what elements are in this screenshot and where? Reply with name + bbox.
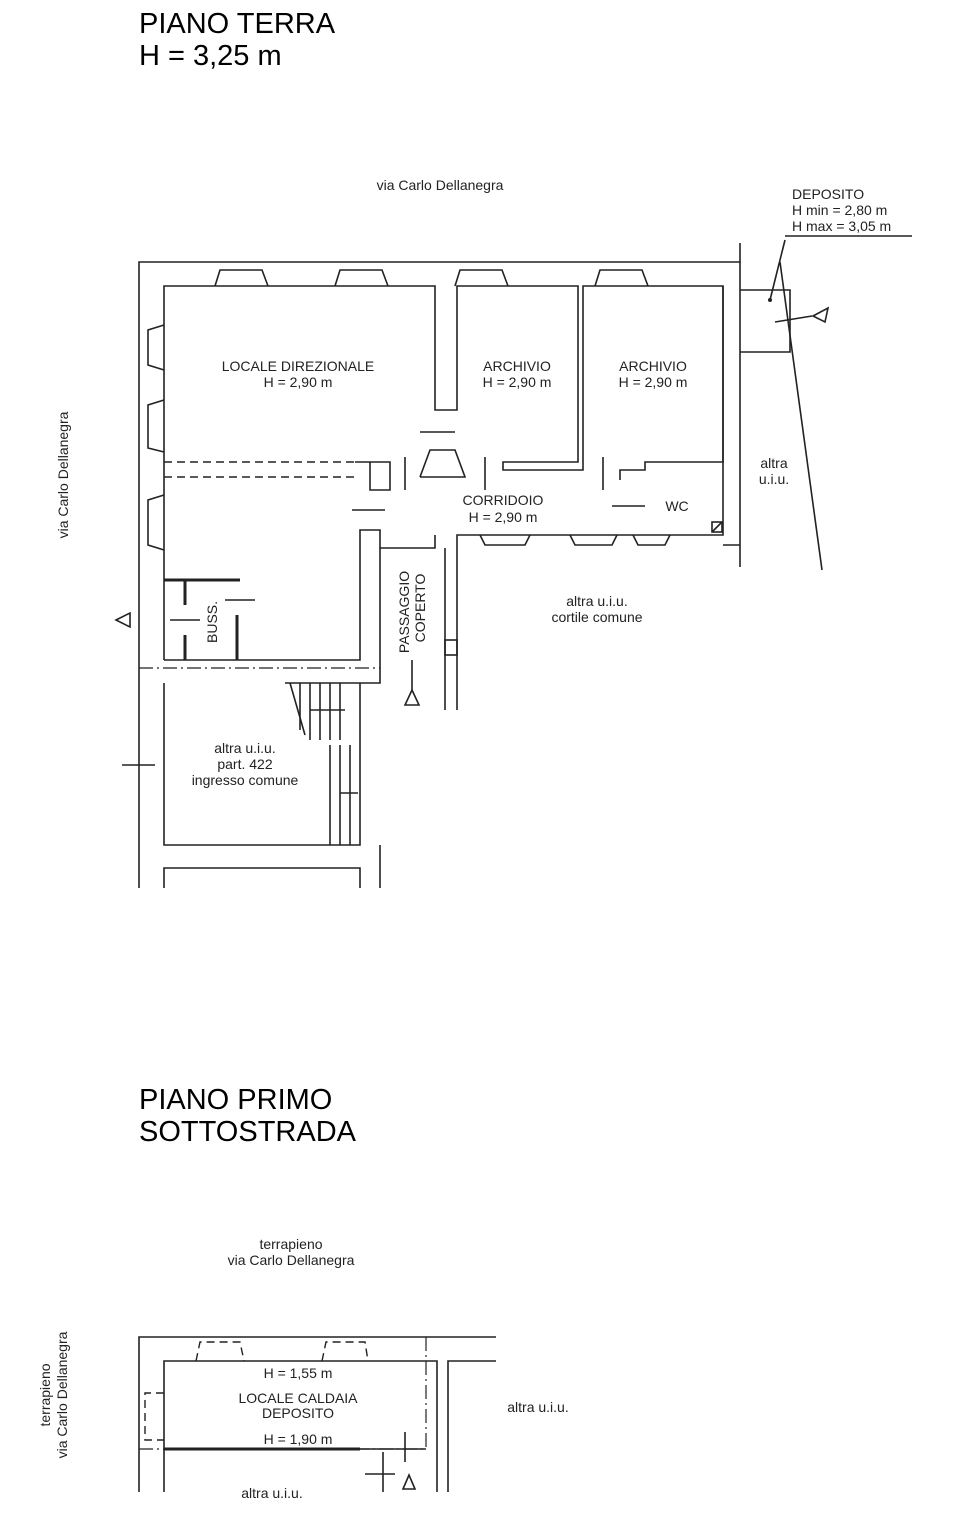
ground-floor-title-height: H = 3,25 m xyxy=(139,40,282,72)
deposito-label: DEPOSITO xyxy=(792,186,864,202)
passaggio-label-1: PASSAGGIO xyxy=(396,571,412,653)
ground-floor-walls xyxy=(122,243,823,888)
basement-h-top: H = 1,55 m xyxy=(264,1365,333,1381)
altra-uiu-right-2: u.i.u. xyxy=(759,471,789,487)
basement-top-label-1: terrapieno xyxy=(259,1236,322,1252)
cortile-label-2: cortile comune xyxy=(551,609,642,625)
windows xyxy=(147,269,671,551)
ingresso-label-2: part. 422 xyxy=(217,756,272,772)
passaggio-label-2: COPERTO xyxy=(412,574,428,643)
room-corridoio: CORRIDOIO xyxy=(463,492,544,508)
basement-altra-bottom: altra u.i.u. xyxy=(241,1485,302,1501)
ingresso-label-3: ingresso comune xyxy=(192,772,299,788)
street-top-label: via Carlo Dellanegra xyxy=(377,177,504,193)
room-locale-direzionale-height: H = 2,90 m xyxy=(264,374,333,390)
street-left-label: via Carlo Dellanegra xyxy=(55,411,71,538)
basement-altra-right: altra u.i.u. xyxy=(507,1399,568,1415)
ingresso-label-1: altra u.i.u. xyxy=(214,740,275,756)
basement-room-name: LOCALE CALDAIA xyxy=(238,1390,358,1406)
staircase xyxy=(289,682,358,845)
room-bussola: BUSS. xyxy=(204,601,220,643)
basement-left-label-2: via Carlo Dellanegra xyxy=(54,1331,70,1458)
view-marker-icons xyxy=(114,235,912,1490)
altra-uiu-right-1: altra xyxy=(760,455,787,471)
basement-title-name: PIANO PRIMO xyxy=(139,1084,333,1116)
room-wc: WC xyxy=(665,498,688,514)
cortile-label-1: altra u.i.u. xyxy=(566,593,627,609)
room-archivio-2: ARCHIVIO xyxy=(619,358,687,374)
room-archivio-1: ARCHIVIO xyxy=(483,358,551,374)
basement-h-bottom: H = 1,90 m xyxy=(264,1431,333,1447)
deposito-hmax: H max = 3,05 m xyxy=(792,218,891,234)
room-archivio-2-height: H = 2,90 m xyxy=(619,374,688,390)
room-archivio-1-height: H = 2,90 m xyxy=(483,374,552,390)
basement-title-sub: SOTTOSTRADA xyxy=(139,1116,356,1148)
basement-walls xyxy=(138,1336,496,1492)
ground-floor-title-name: PIANO TERRA xyxy=(139,8,336,40)
basement-title: PIANO PRIMO SOTTOSTRADA xyxy=(139,1084,356,1148)
basement-room-name-2: DEPOSITO xyxy=(262,1405,334,1421)
room-corridoio-height: H = 2,90 m xyxy=(469,509,538,525)
ground-floor-title: PIANO TERRA H = 3,25 m xyxy=(139,8,335,72)
basement-top-label-2: via Carlo Dellanegra xyxy=(228,1252,355,1268)
basement-left-label-1: terrapieno xyxy=(37,1363,53,1426)
deposito-hmin: H min = 2,80 m xyxy=(792,202,887,218)
room-locale-direzionale: LOCALE DIREZIONALE xyxy=(222,358,375,374)
